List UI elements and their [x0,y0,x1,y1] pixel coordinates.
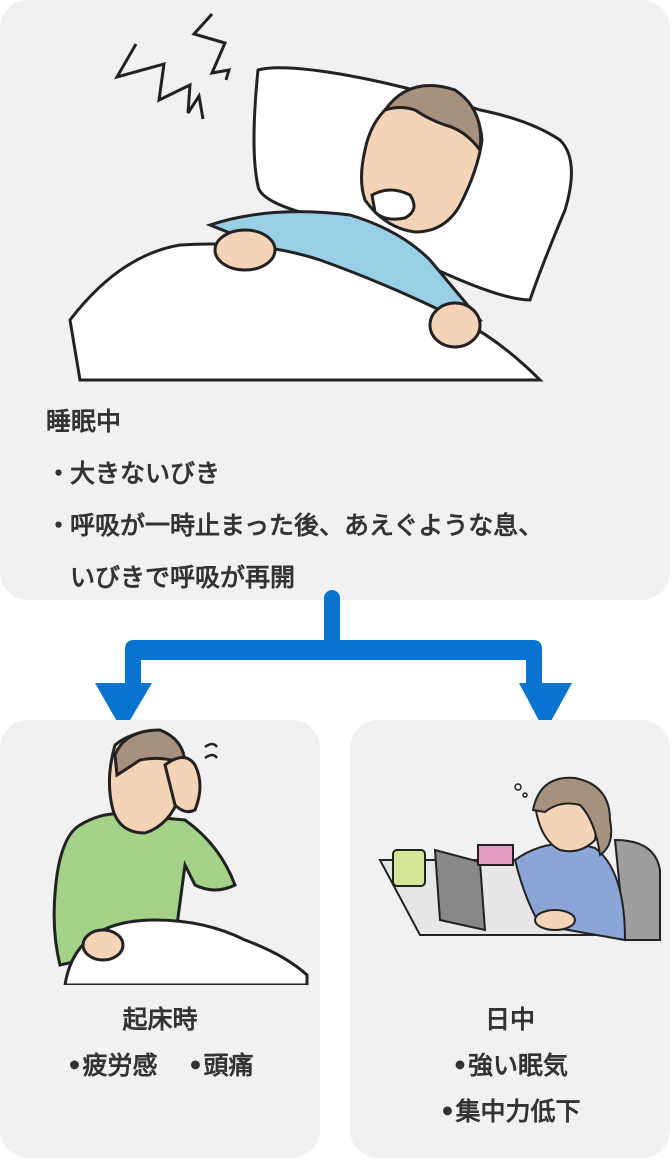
snore-zigzag-icon [113,43,205,120]
arrow-head-left-icon [95,683,152,732]
sleepy-woman-illustration [375,750,665,950]
arrow-head-right-icon [519,683,572,732]
symptom-poor-concentration: •集中力低下 [439,1097,581,1126]
bullet-marker: ・ [46,459,72,488]
right-panel-daytime: 日中 •強い眠気 •集中力低下 [350,720,670,1158]
daytime-title: 日中 [484,1005,535,1034]
symptom-continuation: いびきで呼吸が再開 [46,552,543,604]
sleeping-symptoms: 睡眠中 ・ 大きないびき ・ 呼吸が一時止まった後、あえぐような息、 いびきで呼… [46,396,543,604]
waking-items: •疲労感 •頭痛 [0,1043,320,1089]
headache-man-illustration [45,725,315,985]
snoring-man-illustration [60,0,600,390]
symptom-headache: •頭痛 [187,1051,254,1080]
pen-holder-icon [392,849,426,887]
bullet-marker: ・ [46,511,72,540]
waking-title: 起床時 [122,1005,198,1034]
daytime-symptoms: 日中 •強い眠気 •集中力低下 [350,997,670,1135]
symptom-text: 呼吸が一時止まった後、あえぐような息、 [70,511,544,540]
top-panel-sleeping: 睡眠中 ・ 大きないびき ・ 呼吸が一時止まった後、あえぐような息、 いびきで呼… [0,0,670,600]
waking-symptoms: 起床時 •疲労感 •頭痛 [0,997,320,1089]
symptom-fatigue: •疲労感 [66,1051,158,1080]
left-panel-waking: 起床時 •疲労感 •頭痛 [0,720,320,1158]
branching-arrow-icon [95,590,575,735]
sleeping-title: 睡眠中 [46,407,122,436]
laptop-icon [433,848,487,932]
symptom-text-continued: いびきで呼吸が再開 [70,563,296,592]
symptom-text: 大きないびき [70,459,221,488]
symptom-item: ・ 大きないびき [46,448,543,500]
dizzy-lines-icon [204,742,219,760]
symptom-item: ・ 呼吸が一時止まった後、あえぐような息、 [46,500,543,552]
symptom-drowsiness: •強い眠気 [452,1051,568,1080]
